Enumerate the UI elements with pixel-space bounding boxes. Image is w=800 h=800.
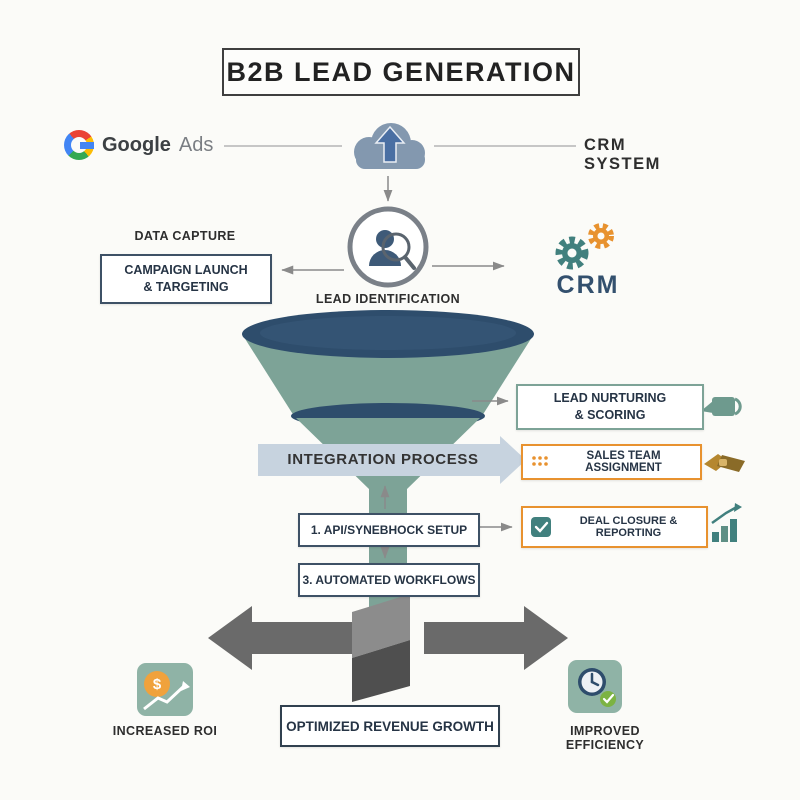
api-setup-label: 1. API/SYNEBHOCK SETUP: [310, 523, 468, 537]
google-g-icon: [64, 130, 94, 160]
campaign-line1: CAMPAIGN LAUNCH: [124, 263, 248, 278]
page-title: B2B LEAD GENERATION: [222, 48, 580, 96]
sales-team-label: SALES TEAM ASSIGNMENT: [585, 450, 662, 474]
integration-process-label: INTEGRATION PROCESS: [287, 451, 479, 468]
campaign-line2: & TARGETING: [143, 280, 229, 294]
crm-gears-icon: [555, 223, 614, 270]
deal-check-icon: [531, 517, 551, 537]
optimized-revenue-label: OPTIMIZED REVENUE GROWTH: [286, 718, 494, 734]
increased-roi-label: INCREASED ROI: [112, 724, 218, 738]
sales-team-box: SALES TEAM ASSIGNMENT: [521, 444, 702, 480]
crm-system-label: CRM SYSTEM: [584, 136, 661, 173]
cloud-upload-icon: [354, 123, 425, 169]
nurturing-line2: & SCORING: [574, 408, 646, 422]
ads-wordmark: Ads: [178, 133, 214, 156]
deal-closure-label: DEAL CLOSURE & REPORTING: [579, 515, 678, 539]
lead-search-icon: [347, 206, 429, 288]
lead-identification-label: LEAD IDENTIFICATION: [315, 292, 461, 306]
automated-workflows-box: 3. AUTOMATED WORKFLOWS: [298, 563, 480, 597]
integration-arrow-band: [258, 436, 526, 484]
bar-chart-icon: [711, 503, 742, 542]
optimized-revenue-box: OPTIMIZED REVENUE GROWTH: [280, 705, 500, 747]
ribbon-fold: [352, 594, 410, 702]
big-right-arrow: [424, 606, 568, 670]
google-wordmark: Google: [102, 133, 171, 156]
nurturing-line1: LEAD NURTURING: [553, 391, 667, 406]
lead-nurturing-box: LEAD NURTURING & SCORING: [516, 384, 704, 430]
google-ads-lockup: Google Ads: [64, 130, 213, 160]
dollar-glyph: $: [153, 676, 162, 693]
efficiency-clock-icon: [568, 660, 622, 713]
crm-label: CRM: [556, 271, 620, 299]
data-capture-label: DATA CAPTURE: [134, 229, 236, 243]
automated-workflows-label: 3. AUTOMATED WORKFLOWS: [302, 573, 476, 587]
api-setup-box: 1. API/SYNEBHOCK SETUP: [298, 513, 480, 547]
deal-closure-box: DEAL CLOSURE & REPORTING: [521, 506, 708, 548]
improved-efficiency-label: IMPROVED EFFICIENCY: [565, 724, 645, 752]
handshake-icon: [704, 454, 745, 472]
campaign-launch-box: CAMPAIGN LAUNCH & TARGETING: [100, 254, 272, 304]
team-grid-icon: [532, 456, 548, 466]
roi-icon: $: [137, 663, 193, 716]
big-left-arrow: [208, 606, 352, 670]
